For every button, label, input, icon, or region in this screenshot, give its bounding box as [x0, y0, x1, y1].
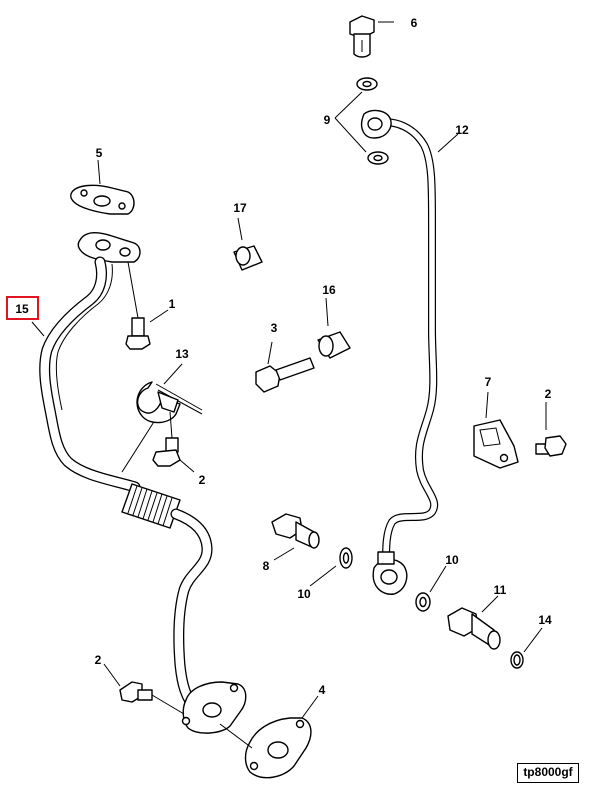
callout-13: 13: [175, 347, 189, 361]
callout-10: 10: [445, 553, 459, 567]
callout-17: 17: [233, 201, 247, 215]
callout-1: 1: [169, 297, 176, 311]
bolt-2-left[interactable]: [119, 681, 185, 715]
adapter-11[interactable]: [447, 607, 501, 650]
leader-lines: [31, 21, 547, 719]
callout-5: 5: [96, 146, 103, 160]
bellows: [121, 483, 181, 529]
callout-9: 9: [324, 113, 331, 127]
highlight-box-15: [6, 296, 39, 320]
callout-12: 12: [455, 123, 469, 137]
callout-2: 2: [199, 473, 206, 487]
banjo-bolt-6[interactable]: [349, 15, 375, 58]
callout-11: 11: [494, 583, 507, 597]
callout-14: 14: [538, 613, 552, 627]
callout-4: 4: [319, 683, 326, 697]
callout-8: 8: [263, 559, 270, 573]
spacer-17[interactable]: [233, 245, 263, 271]
bolt-2-right[interactable]: [535, 435, 567, 457]
callout-15: 15: [15, 302, 29, 316]
washer-10-right[interactable]: [415, 592, 431, 612]
callout-2: 2: [95, 653, 102, 667]
callout-10: 10: [297, 587, 311, 601]
clamp-13[interactable]: [136, 381, 203, 424]
callout-6: 6: [411, 16, 418, 30]
bracket-7[interactable]: [473, 419, 519, 469]
sleeve-16[interactable]: [317, 331, 351, 359]
tube-assembly-12[interactable]: [360, 109, 439, 595]
washers-9[interactable]: [356, 77, 389, 165]
fitting-8[interactable]: [271, 513, 320, 549]
callouts: 15 5 1 13 2 2 4 17 16 3 6 9 12 7 2 8 10 …: [6, 16, 552, 697]
callout-3: 3: [271, 321, 278, 335]
callout-16: 16: [322, 283, 336, 297]
gasket-4[interactable]: [219, 717, 312, 779]
gasket-5[interactable]: [69, 184, 135, 215]
o-ring-14[interactable]: [510, 651, 524, 669]
callout-7: 7: [485, 375, 492, 389]
bolt-3[interactable]: [255, 357, 315, 393]
reference-code-label: tp8000gf: [517, 763, 579, 783]
bolt-1[interactable]: [125, 261, 151, 350]
tube-assembly-15[interactable]: [39, 232, 247, 734]
callout-2: 2: [545, 387, 552, 401]
bolt-2-clamp[interactable]: [152, 411, 181, 467]
washer-10-left[interactable]: [339, 547, 353, 569]
